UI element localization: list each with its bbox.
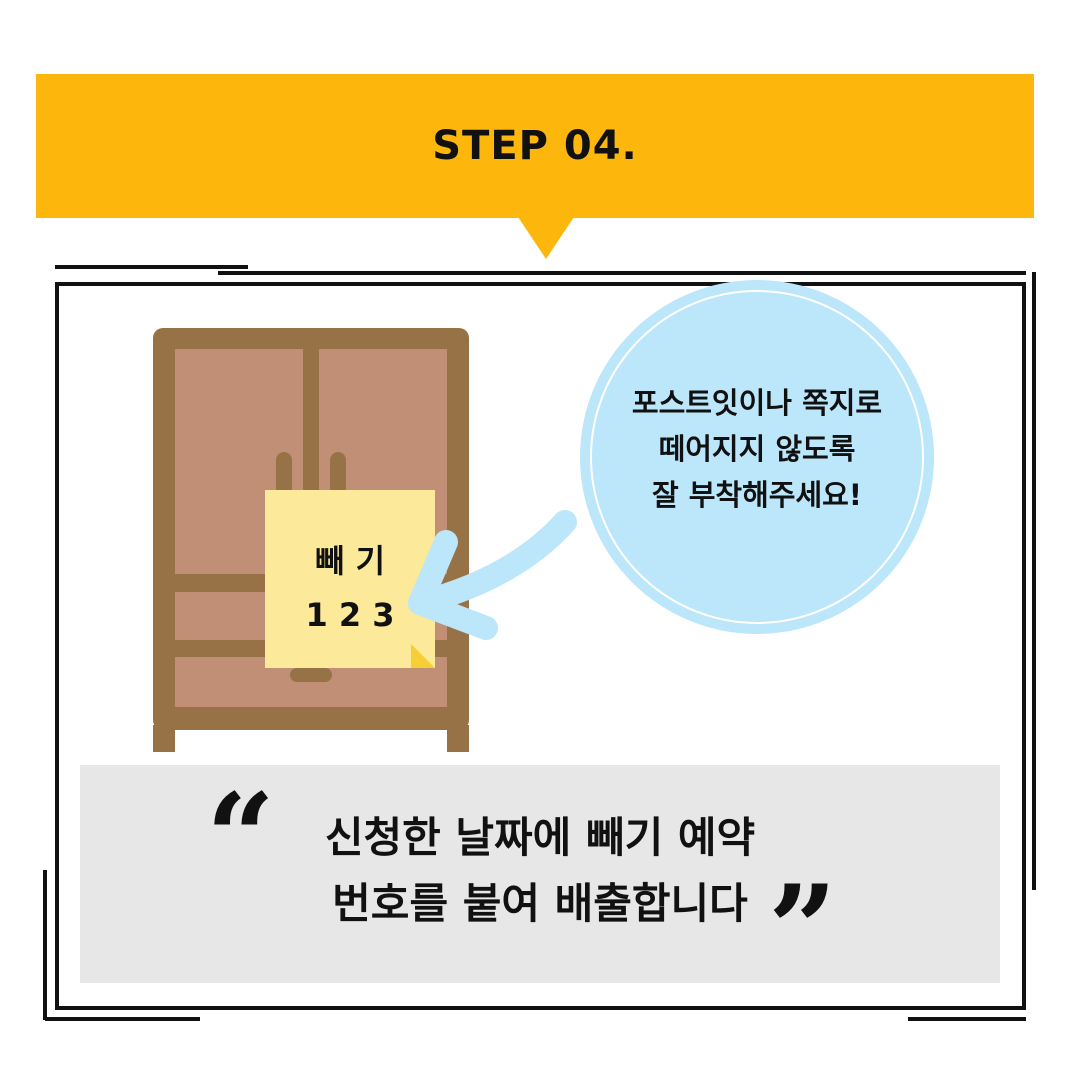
quote-line-1: 신청한 날짜에 빼기 예약 [324,813,756,862]
tip-bubble: 포스트잇이나 쪽지로 떼어지지 않도록 잘 부착해주세요! [580,280,934,634]
step-banner: STEP 04. [36,74,1034,218]
bubble-line-2: 떼어지지 않도록 [658,432,856,466]
banner-pointer [518,217,574,259]
bubble-ring [590,290,924,624]
note-label: 빼 기 [314,542,386,580]
note-number: 1 2 3 [305,596,395,634]
bubble-line-3: 잘 부착해주세요! [651,478,863,512]
quote-line-2: 번호를 붙여 배출합니다 [332,879,748,928]
sticky-note: 빼 기 1 2 3 [265,490,435,668]
bubble-line-1: 포스트잇이나 쪽지로 [631,386,883,420]
close-quote-icon: ” [768,859,838,1000]
note-corner-fold [411,644,435,668]
step-title: STEP 04. [432,123,638,169]
open-quote-icon: “ [206,767,276,908]
quote-box: 신청한 날짜에 빼기 예약 번호를 붙여 배출합니다 [80,765,1000,983]
